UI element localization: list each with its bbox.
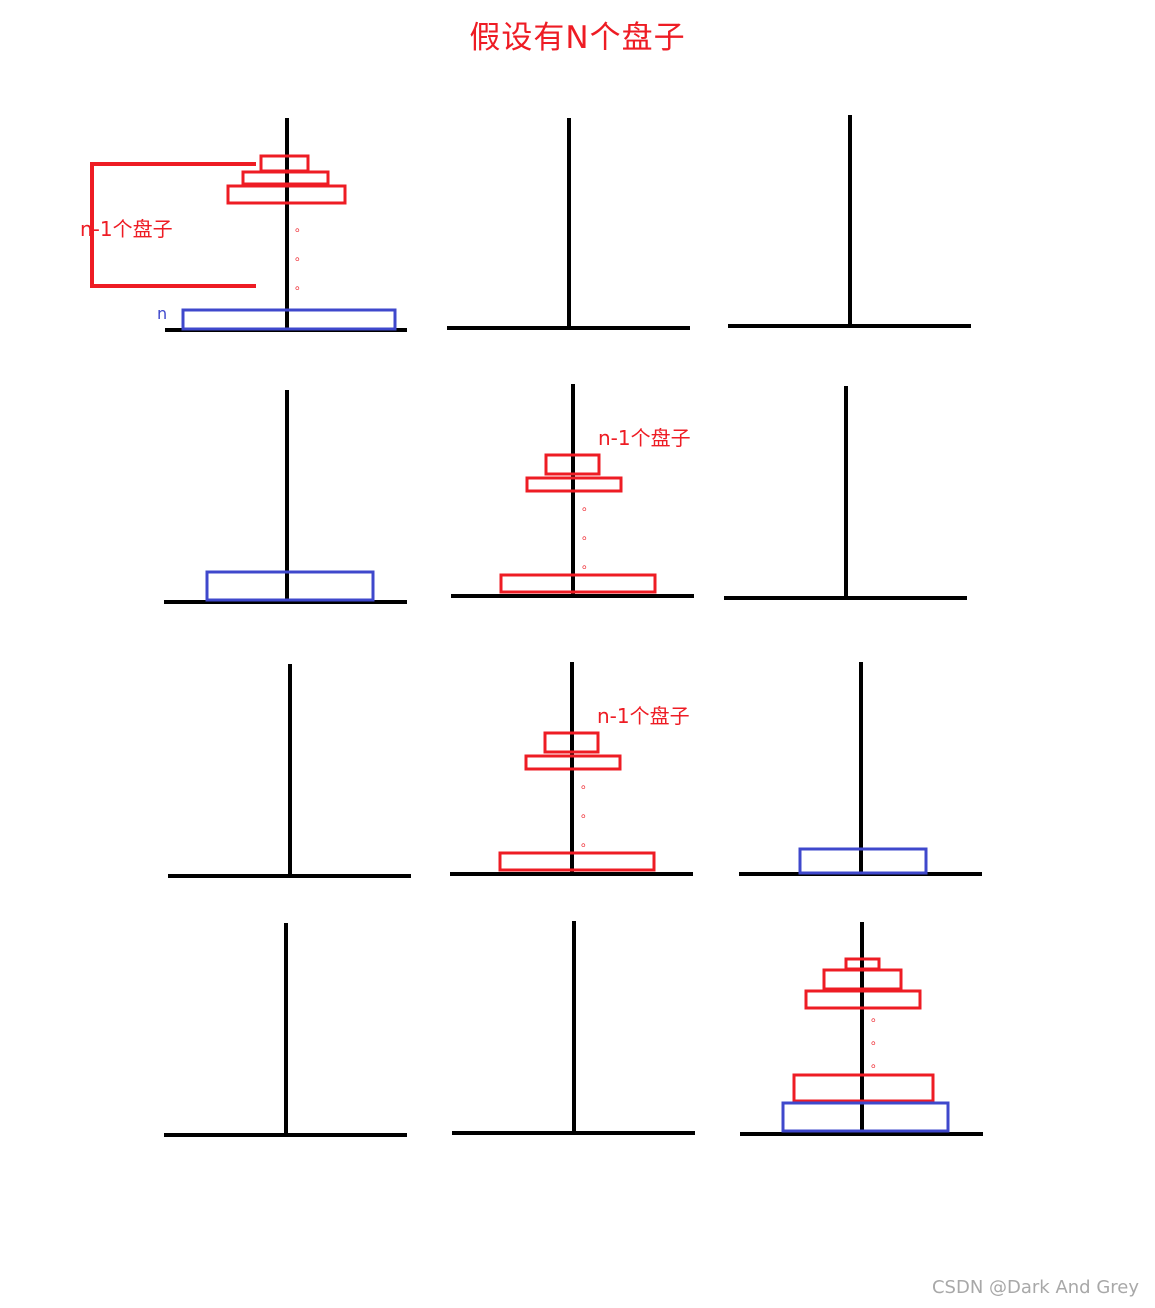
disk-large-row3 [498, 851, 656, 872]
ellipsis-dot: 。 [582, 557, 595, 571]
disk-small-3 [226, 184, 347, 205]
disk-bottom-n-row2 [205, 570, 375, 602]
ellipsis-dot: 。 [871, 1033, 884, 1047]
disk-small-2 [241, 170, 330, 186]
ellipsis-dot: 。 [295, 278, 308, 292]
peg-c-row2 [724, 386, 967, 600]
ellipsis-dot: 。 [295, 220, 308, 234]
disk-large-row2 [499, 573, 657, 594]
disk-small-1 [259, 154, 310, 173]
ellipsis-dot: 。 [582, 528, 595, 542]
peg-b-row1 [447, 118, 690, 330]
diagram-title: 假设有N个盘子 [469, 20, 686, 56]
peg-a-row4 [164, 923, 407, 1137]
ellipsis-dot: 。 [581, 777, 594, 791]
disk-small-1-row3 [543, 731, 600, 754]
ellipsis-dot: 。 [581, 835, 594, 849]
disk-small-2-row4 [822, 968, 903, 991]
ellipsis-dot: 。 [871, 1056, 884, 1070]
disk-large-row4 [792, 1073, 935, 1103]
subset-label-row1: n-1个盘子 [80, 217, 173, 241]
peg-b-row4 [452, 921, 695, 1135]
disk-small-2-row2 [525, 476, 623, 493]
row-3-step2 [168, 662, 982, 878]
subset-label-row3: n-1个盘子 [597, 704, 690, 728]
row-1-initial [90, 115, 971, 332]
peg-a-row2 [164, 390, 407, 604]
peg-c-row4 [740, 922, 983, 1136]
subset-label-row2: n-1个盘子 [598, 426, 691, 450]
disk-bottom-n-row3 [798, 847, 928, 875]
peg-a-row3 [168, 664, 411, 878]
ellipsis-dot: 。 [871, 1010, 884, 1024]
peg-c-row1 [728, 115, 971, 328]
disk-small-3-row4 [804, 989, 922, 1010]
ellipsis-dot: 。 [582, 499, 595, 513]
ellipsis-dot: 。 [581, 806, 594, 820]
subset-bracket [90, 162, 256, 288]
bottom-disk-label: n [157, 304, 168, 323]
row-4-final [164, 921, 983, 1137]
ellipsis-dot: 。 [295, 249, 308, 263]
disk-bottom-n [181, 308, 397, 331]
disk-small-1-row2 [544, 453, 601, 476]
peg-a-row1 [165, 118, 407, 332]
watermark: CSDN @Dark And Grey [931, 1277, 1139, 1298]
peg-c-row3 [739, 662, 982, 876]
disk-bottom-n-row4 [781, 1101, 950, 1133]
row-2-step1 [164, 384, 967, 604]
disk-small-2-row3 [524, 754, 622, 771]
